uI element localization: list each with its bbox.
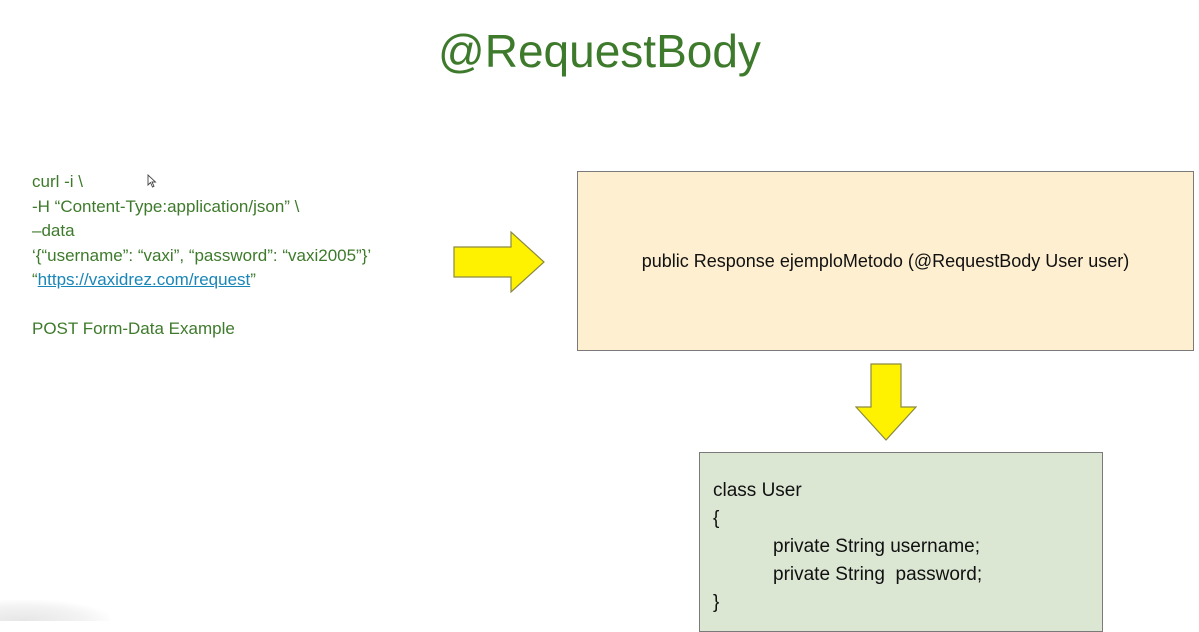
username-field: private String username; [773,536,980,557]
url-close-quote: ” [250,270,256,289]
request-url-link[interactable]: https://vaxidrez.com/request [37,270,251,289]
curl-command-block: curl -i \ -H “Content-Type:application/j… [32,170,371,341]
class-header: class User [713,480,802,501]
spacer [32,293,371,317]
curl-line-3: –data [32,221,75,240]
curl-line-2: -H “Content-Type:application/json” \ [32,196,300,216]
post-form-data-example-label: POST Form-Data Example [32,318,235,338]
curl-line-1: curl -i \ [32,172,83,191]
curl-url-line: “https://vaxidrez.com/request” [32,268,371,293]
class-open-brace: { [713,508,720,529]
user-class-box: class User { private String username; pr… [699,452,1103,632]
curl-line-4: ‘{“username”: “vaxi”, “password”: “vaxi2… [32,245,372,265]
down-arrow-icon [855,363,917,441]
method-signature-text: public Response ejemploMetodo (@RequestB… [641,250,1130,271]
mouse-cursor-icon [147,174,157,188]
slide-title: @RequestBody [438,25,761,77]
method-signature-box: public Response ejemploMetodo (@RequestB… [577,171,1194,351]
class-close-brace: } [713,592,720,613]
corner-shadow [0,600,110,621]
right-arrow-icon [453,231,545,293]
url-open-quote: “ [32,270,38,289]
password-field: private String password; [773,564,983,585]
